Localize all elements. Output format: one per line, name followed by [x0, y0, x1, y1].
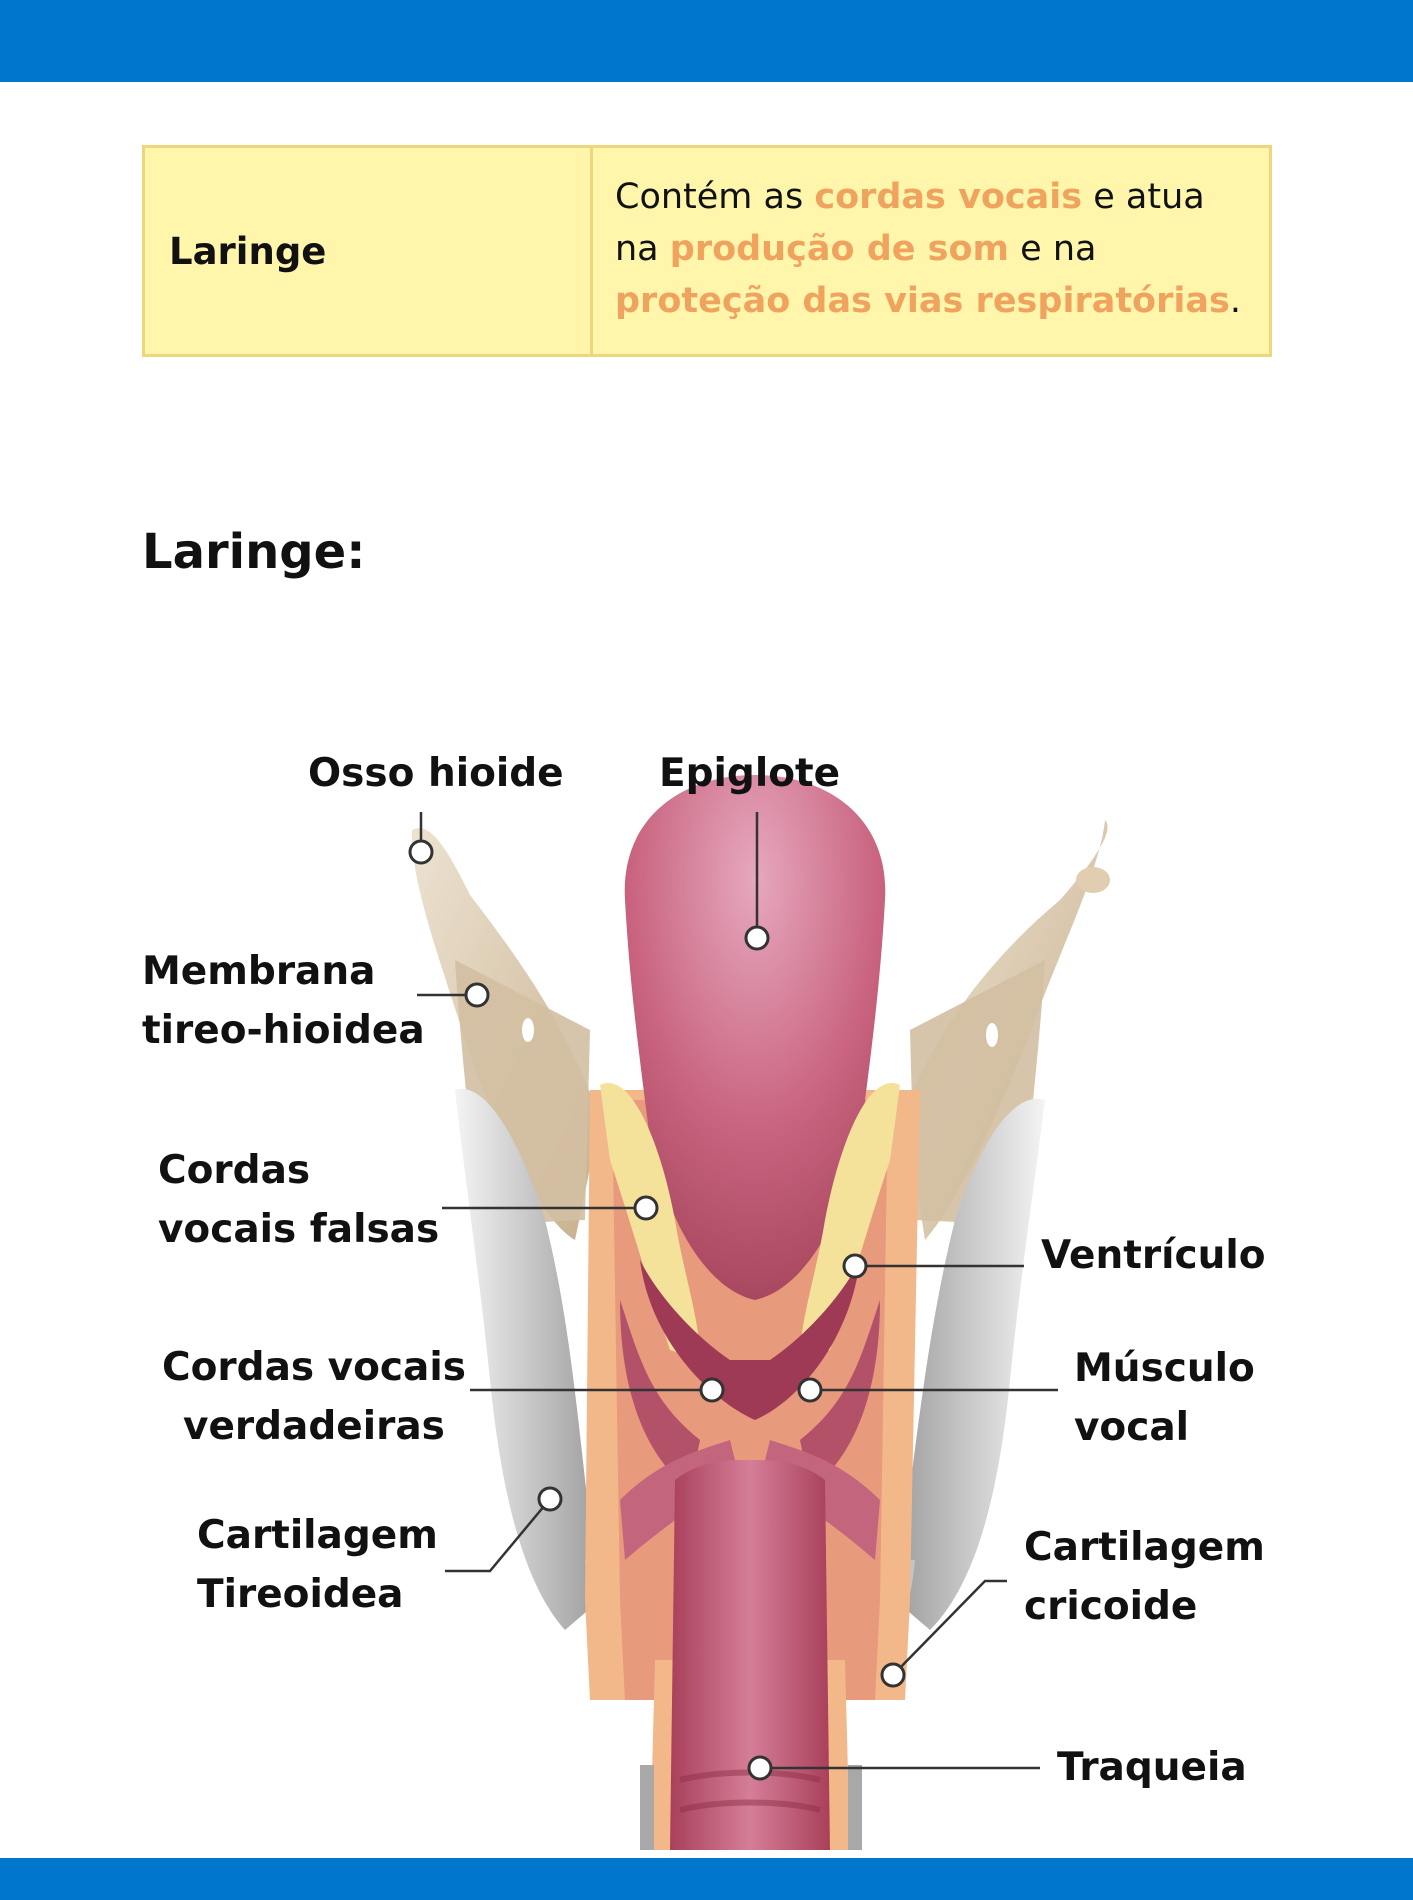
label-line: Tireoidea [197, 1565, 438, 1624]
highlight-protecao-vias: proteção das vias respiratórias [615, 281, 1230, 321]
term-cell: Laringe [144, 147, 592, 356]
top-bar [0, 0, 1413, 82]
label-ventriculo: Ventrículo [1041, 1226, 1266, 1285]
label-osso-hioide: Osso hioide [308, 744, 564, 803]
label-membrana-tireo-hioidea: Membrana tireo-hioidea [142, 942, 425, 1060]
label-cordas-vocais-falsas: Cordas vocais falsas [158, 1141, 439, 1259]
desc-text-3: e na [1009, 229, 1096, 269]
label-line: Membrana [142, 942, 425, 1001]
label-cordas-vocais-verdadeiras: Cordas vocais verdadeiras [162, 1338, 466, 1456]
label-line: cricoide [1024, 1577, 1265, 1636]
label-cartilagem-cricoide: Cartilagem cricoide [1024, 1518, 1265, 1636]
desc-text-4: . [1230, 281, 1241, 321]
info-table: Laringe Contém as cordas vocais e atua n… [142, 145, 1272, 357]
label-line: vocal [1074, 1398, 1255, 1457]
label-cartilagem-tireoidea: Cartilagem Tireoidea [197, 1506, 438, 1624]
label-line: Cordas [158, 1141, 439, 1200]
highlight-cordas-vocais: cordas vocais [814, 177, 1082, 217]
bottom-bar [0, 1858, 1413, 1900]
table-row: Laringe Contém as cordas vocais e atua n… [144, 147, 1271, 356]
label-line: tireo-hioidea [142, 1001, 425, 1060]
label-line: Cartilagem [197, 1506, 438, 1565]
label-epiglote: Epiglote [659, 744, 840, 803]
label-line: Músculo [1074, 1339, 1255, 1398]
section-title: Laringe: [142, 522, 365, 582]
label-line: Cartilagem [1024, 1518, 1265, 1577]
desc-text-1: Contém as [615, 177, 814, 217]
label-musculo-vocal: Músculo vocal [1074, 1339, 1255, 1457]
highlight-producao-som: produção de som [670, 229, 1009, 269]
label-line: Cordas vocais [162, 1338, 466, 1397]
label-traqueia: Traqueia [1057, 1738, 1247, 1797]
larynx-diagram: Osso hioide Epiglote Membrana tireo-hioi… [0, 700, 1413, 1858]
label-line: verdadeiras [162, 1397, 466, 1456]
label-line: vocais falsas [158, 1200, 439, 1259]
description-cell: Contém as cordas vocais e atua na produç… [592, 147, 1271, 356]
